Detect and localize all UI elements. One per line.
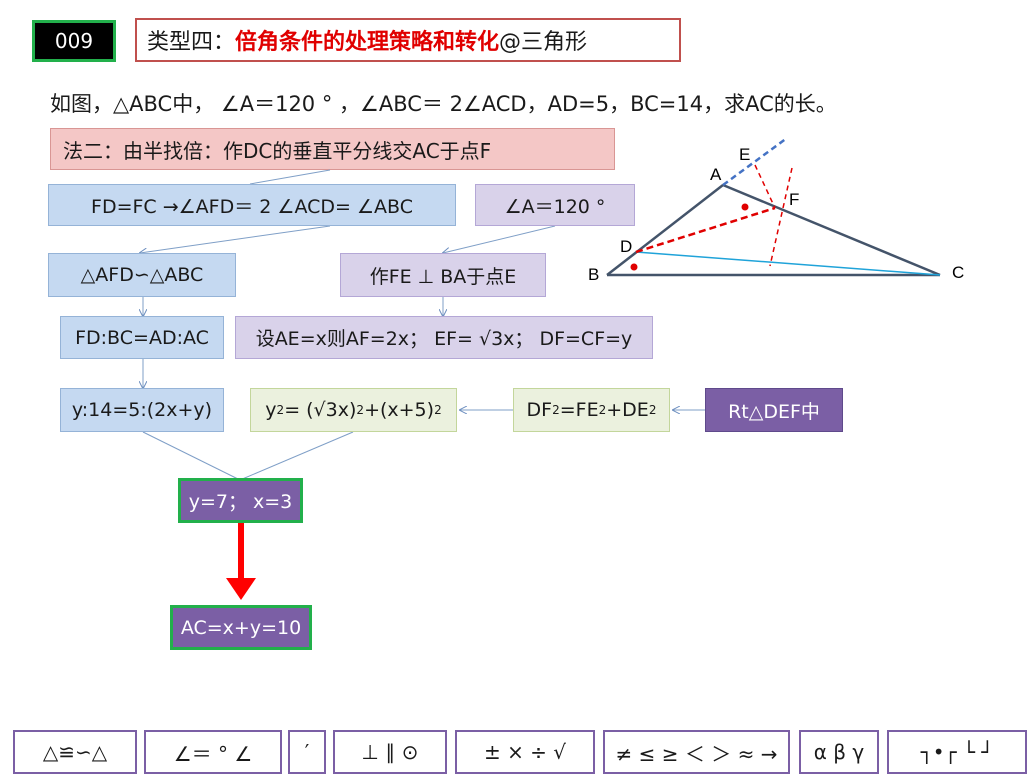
eq3-de: +DE [606,399,649,421]
eq2-sup1: 2 [276,403,285,417]
eq2-y: y [265,399,277,421]
label-b: B [588,265,599,284]
connector-eq2-solve [239,431,354,481]
eq2-end: +(x+5) [364,399,435,421]
connector-angle-fe [443,225,556,253]
segment-df [635,206,776,254]
eq2-sup3: 2 [434,403,442,417]
symbol-group-greek[interactable]: α β γ [799,730,879,774]
connector-eq1-solve [142,431,241,481]
problem-statement: 如图，△ABC中， ∠A＝120 ° ，∠ABC＝ 2∠ACD，AD=5，BC=… [50,92,837,116]
step-make-fe: 作FE ⊥ BA于点E [340,253,546,297]
symbol-group-prime[interactable]: ′ [288,730,326,774]
red-arrow-head [226,578,256,600]
title-highlight: 倍角条件的处理策略和转化 [235,30,500,55]
segment-ef [754,164,776,209]
slide-title: 类型四： 倍角条件的处理策略和转化 @三角形 [135,18,681,62]
perpendicular-bisector [769,167,793,267]
step-angle-a: ∠A＝120 ° [475,184,635,226]
symbol-group-compare[interactable]: ≠ ≤ ≥ ＜ ＞ ≈ → [603,730,790,774]
segment-ba [606,184,724,276]
extension-ba [722,136,788,187]
angle-mark-dot [741,203,749,211]
connector-fdfc-similar [140,225,331,253]
triangle-figure: A B C D E F [588,136,964,284]
title-suffix: @三角形 [499,30,588,55]
symbol-group-triangle[interactable]: △≌∽△ [13,730,137,774]
angle-mark-dot [630,263,638,271]
label-f: F [789,190,799,209]
step-answer: AC=x+y=10 [170,605,312,650]
connector-method-fdfc [249,169,331,185]
step-similar: △AFD∽△ABC [48,253,236,297]
segment-ac [722,183,941,277]
step-let: 设AE=x则AF=2x； EF= √3x； DF=CF=y [235,316,653,359]
eq3-sup1: 2 [552,403,560,417]
title-prefix: 类型四： [147,30,236,55]
label-c: C [952,263,964,282]
eq2-mid: = (√3x) [284,399,357,421]
slide-number-badge: 009 [32,20,116,62]
eq2-sup2: 2 [356,403,365,417]
segment-dc [635,251,941,276]
symbol-group-corners[interactable]: ┐•┌ └ ┘ [887,730,1027,774]
step-ratio: FD:BC=AD:AC [60,316,224,359]
step-eq1: y:14=5:(2x+y) [60,388,224,432]
eq3-df: DF [526,399,553,421]
step-fd-fc: FD=FC →∠AFD＝ 2 ∠ACD= ∠ABC [48,184,456,226]
symbol-group-angle[interactable]: ∠＝ ° ∠ [144,730,282,774]
eq3-fe: =FE [559,399,599,421]
method-banner: 法二：由半找倍：作DC的垂直平分线交AC于点F [50,128,615,170]
step-rt-def: Rt△DEF中 [705,388,843,432]
symbol-group-ops[interactable]: ± × ÷ √ [455,730,595,774]
label-d: D [620,237,632,256]
step-solve: y=7； x=3 [178,478,303,523]
label-e: E [739,145,750,164]
eq3-sup3: 2 [648,403,657,417]
eq3-sup2: 2 [598,403,607,417]
label-a: A [710,165,722,184]
symbol-group-perp[interactable]: ⊥ ∥ ⊙ [333,730,447,774]
